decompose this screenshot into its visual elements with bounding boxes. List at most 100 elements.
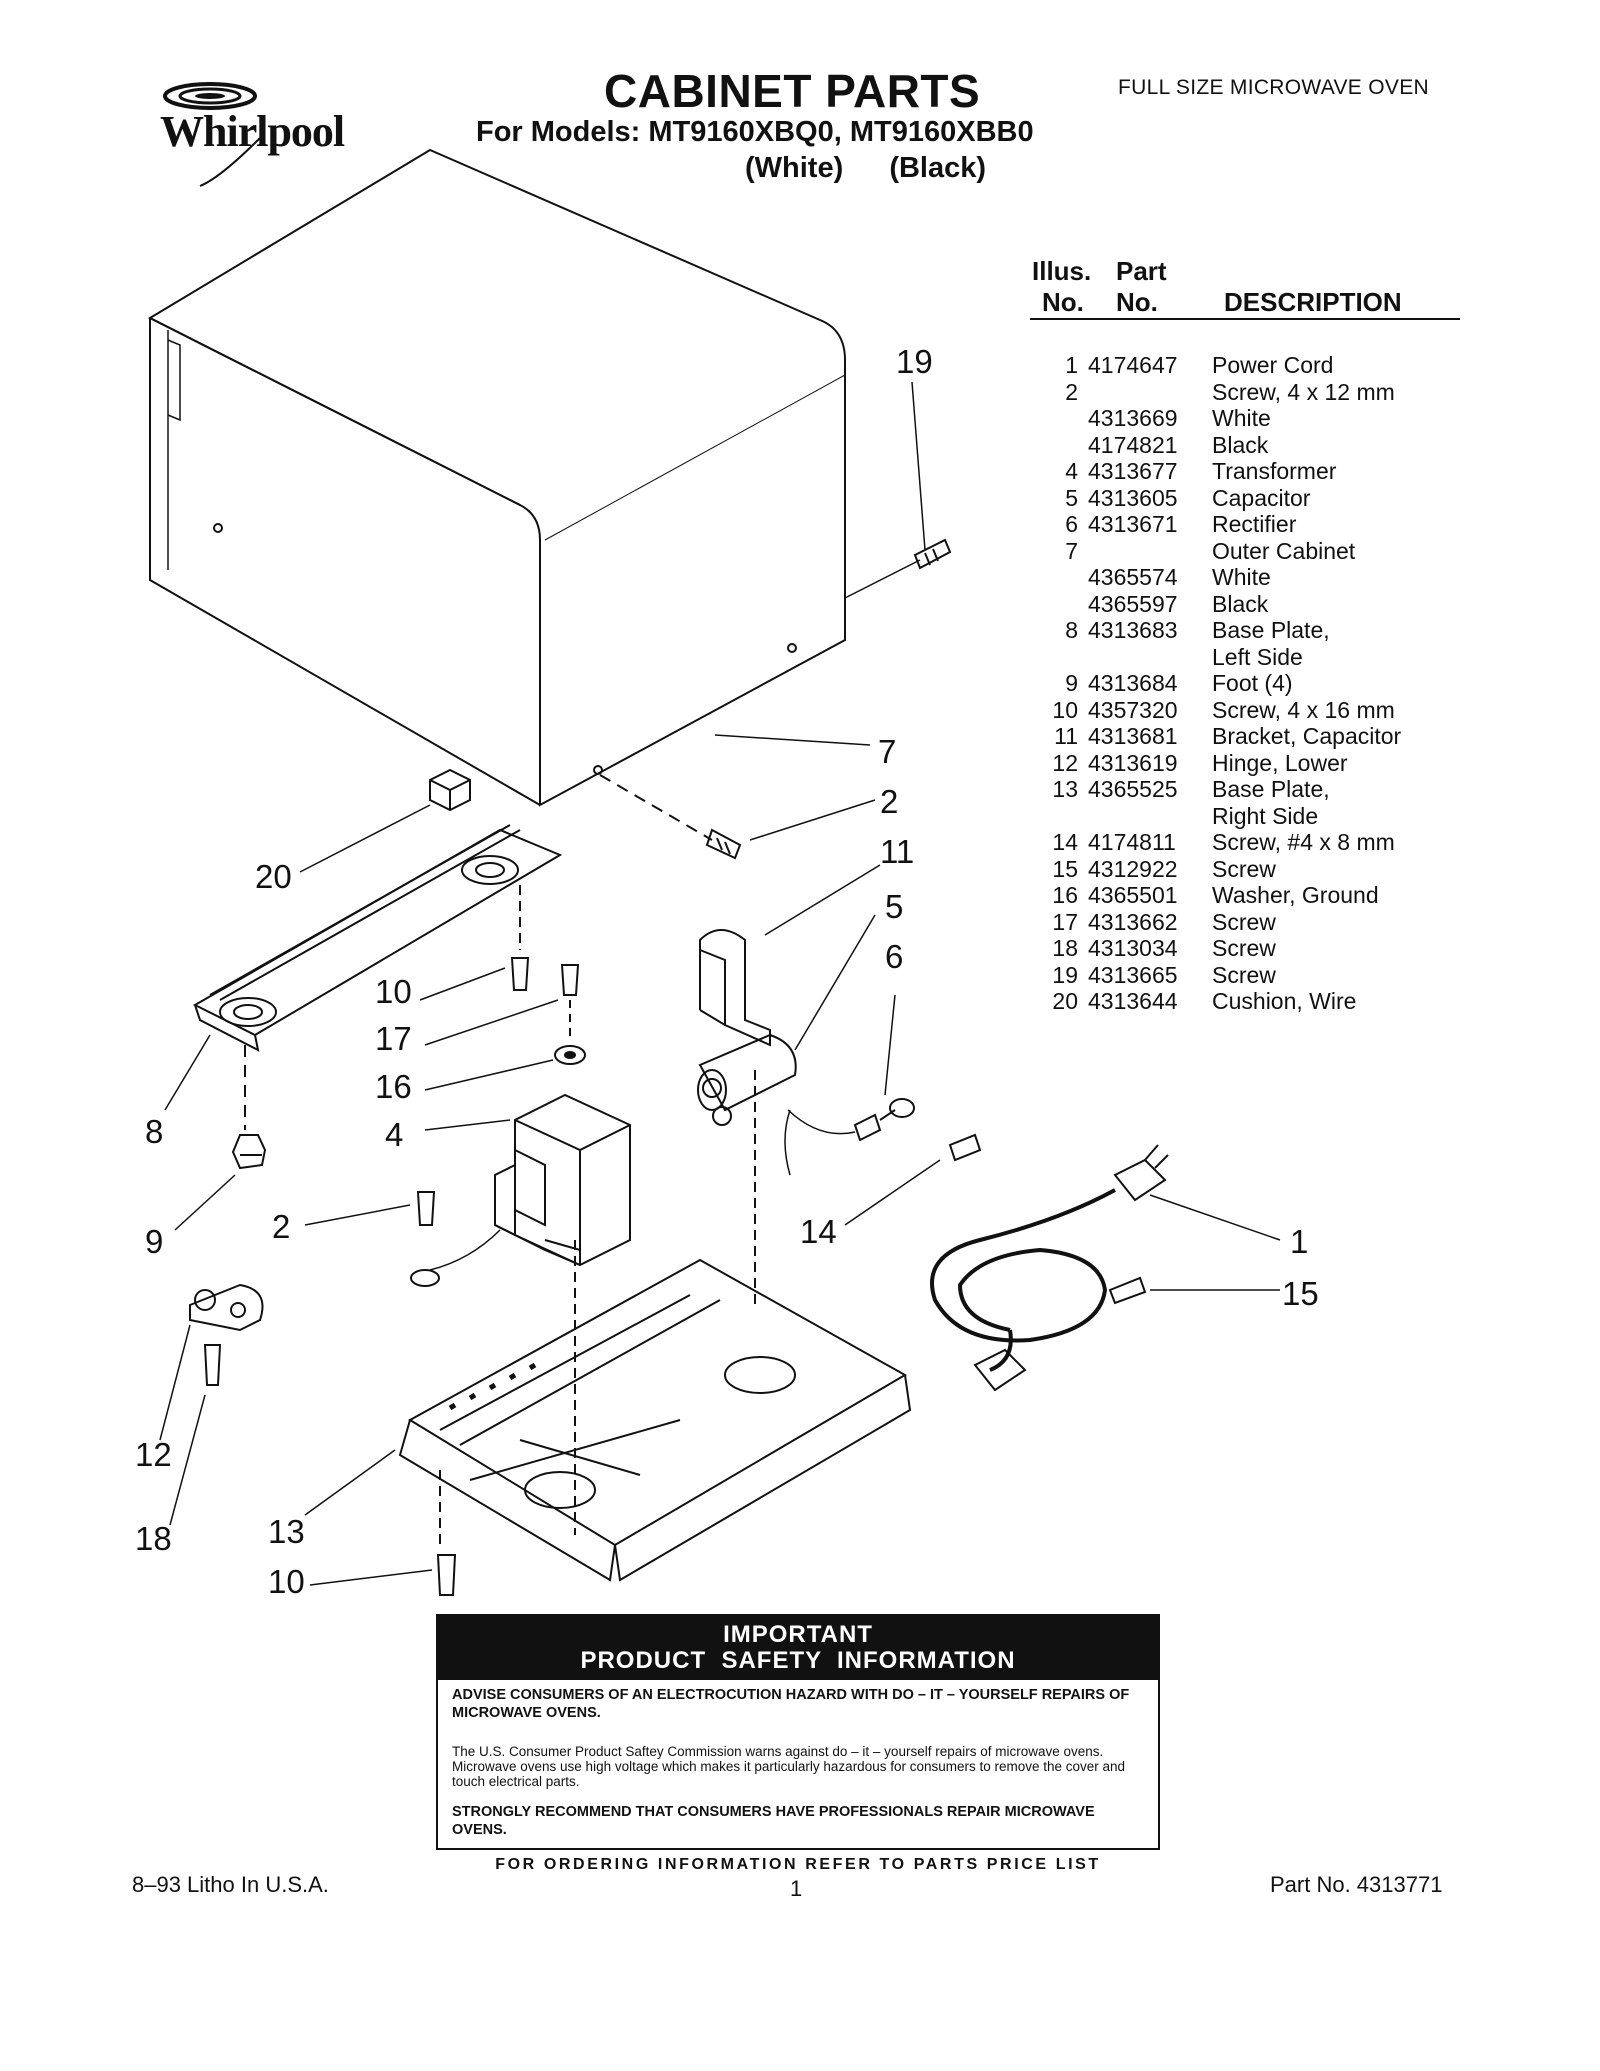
callout-17: 17 bbox=[375, 1020, 412, 1057]
footer-litho: 8–93 Litho In U.S.A. bbox=[132, 1872, 329, 1897]
screw-10-lower-drawing bbox=[436, 1554, 457, 1596]
part-no-cell: 4313677 bbox=[1088, 458, 1178, 484]
washer-16-drawing bbox=[554, 1045, 586, 1065]
callout-11: 11 bbox=[880, 833, 915, 870]
description-cell: Screw bbox=[1212, 908, 1276, 935]
footer-page-number: 1 bbox=[790, 1876, 803, 1901]
description-cell: Black bbox=[1212, 431, 1269, 458]
part-no-cell: 4313665 bbox=[1088, 961, 1178, 988]
header-part-no: No. bbox=[1116, 287, 1158, 317]
callout-12: 12 bbox=[135, 1436, 172, 1473]
screw-2-cabinet-drawing bbox=[599, 774, 742, 860]
description-cell: Screw bbox=[1212, 961, 1276, 988]
illus-no-cell: 17 bbox=[1052, 908, 1078, 935]
illus-no-cell: 14 bbox=[1052, 829, 1078, 855]
screw-17-drawing bbox=[560, 964, 580, 1040]
screw-19-drawing bbox=[913, 538, 952, 570]
illus-no-cell: 1 bbox=[1065, 352, 1078, 378]
part-no-cell: 4365501 bbox=[1088, 882, 1178, 908]
illus-no-cell: 9 bbox=[1065, 670, 1078, 696]
table-row: 13 4365525 Base Plate, bbox=[1028, 776, 1478, 803]
description-cell: Rectifier bbox=[1212, 511, 1297, 537]
part-no-cell: 4313684 bbox=[1088, 670, 1178, 696]
safety-heading-title: PRODUCT SAFETY INFORMATION bbox=[580, 1647, 1016, 1674]
header-illus-label: Illus. bbox=[1032, 256, 1092, 286]
illus-no-cell: 7 bbox=[1065, 537, 1078, 564]
screw-15-drawing bbox=[1108, 1276, 1147, 1305]
description-cell: Hinge, Lower bbox=[1212, 749, 1348, 776]
callout-9: 9 bbox=[145, 1223, 164, 1260]
capacitor-bracket-drawing bbox=[699, 929, 771, 1047]
header-illus-no: No. bbox=[1042, 287, 1084, 317]
callout-10-upper: 10 bbox=[375, 973, 412, 1010]
callout-15: 15 bbox=[1282, 1275, 1319, 1312]
part-no-cell: 4313683 bbox=[1088, 617, 1178, 643]
foot-drawing bbox=[231, 1134, 267, 1170]
parts-table-header: Illus. No. Part No. DESCRIPTION bbox=[1030, 256, 1460, 320]
illus-no-cell: 19 bbox=[1052, 961, 1078, 988]
safety-recommend-text: STRONGLY RECOMMEND THAT CONSUMERS HAVE P… bbox=[452, 1804, 1095, 1838]
part-no-cell: 4365597 bbox=[1088, 590, 1178, 617]
part-no-cell: 4313605 bbox=[1088, 484, 1178, 511]
page-title: CABINET PARTS bbox=[604, 65, 981, 117]
description-cell: Screw, #4 x 8 mm bbox=[1212, 829, 1395, 855]
part-no-cell: 4313662 bbox=[1088, 908, 1178, 935]
header-description: DESCRIPTION bbox=[1224, 287, 1402, 317]
model-colors: (White) (Black) bbox=[745, 152, 1024, 185]
description-cell: Power Cord bbox=[1212, 352, 1334, 378]
table-row: 4365597 Black bbox=[1028, 591, 1478, 618]
callout-7: 7 bbox=[878, 733, 897, 770]
safety-information-box: IMPORTANT PRODUCT SAFETY INFORMATION ADV… bbox=[436, 1614, 1160, 1850]
table-row: Left Side bbox=[1028, 644, 1478, 671]
illus-no-cell: 15 bbox=[1052, 855, 1078, 882]
callout-16: 16 bbox=[375, 1068, 412, 1105]
part-no-cell: 4365525 bbox=[1088, 776, 1178, 802]
whirlpool-logo: Whirlpool bbox=[140, 78, 390, 188]
part-no-cell: 4312922 bbox=[1088, 855, 1178, 882]
callout-20: 20 bbox=[255, 858, 292, 895]
illus-no-cell: 13 bbox=[1052, 776, 1078, 802]
power-cord-drawing bbox=[930, 1144, 1169, 1392]
illus-no-cell: 10 bbox=[1052, 696, 1078, 723]
description-cell: Foot (4) bbox=[1212, 670, 1293, 696]
footer-part-number: Part No. 4313771 bbox=[1270, 1872, 1443, 1897]
callout-2-lower: 2 bbox=[272, 1208, 291, 1245]
illus-no-cell: 18 bbox=[1052, 935, 1078, 961]
description-cell: Black bbox=[1212, 590, 1269, 617]
callout-14: 14 bbox=[800, 1213, 837, 1250]
table-row: 9 4313684 Foot (4) bbox=[1028, 670, 1478, 697]
table-row: 19 4313665 Screw bbox=[1028, 962, 1478, 989]
description-cell: Cushion, Wire bbox=[1212, 988, 1357, 1014]
part-no-cell: 4357320 bbox=[1088, 696, 1178, 723]
header-part: Part No. bbox=[1116, 256, 1167, 318]
callout-5: 5 bbox=[885, 888, 904, 925]
illus-no-cell: 16 bbox=[1052, 882, 1078, 908]
screw-10-upper-drawing bbox=[510, 885, 530, 991]
description-cell: Base Plate, bbox=[1212, 776, 1330, 802]
document-type: FULL SIZE MICROWAVE OVEN bbox=[1118, 76, 1429, 99]
part-no-cell: 4174647 bbox=[1088, 352, 1178, 378]
description-cell: Bracket, Capacitor bbox=[1212, 723, 1402, 749]
screw-14-drawing bbox=[948, 1133, 982, 1162]
part-no-cell: 4313669 bbox=[1088, 405, 1178, 431]
illus-no-cell: 20 bbox=[1052, 988, 1078, 1014]
illus-no-cell: 8 bbox=[1065, 617, 1078, 643]
part-no-cell: 4313671 bbox=[1088, 511, 1178, 537]
illus-no-cell: 2 bbox=[1065, 378, 1078, 405]
screw-18-drawing bbox=[203, 1344, 222, 1386]
